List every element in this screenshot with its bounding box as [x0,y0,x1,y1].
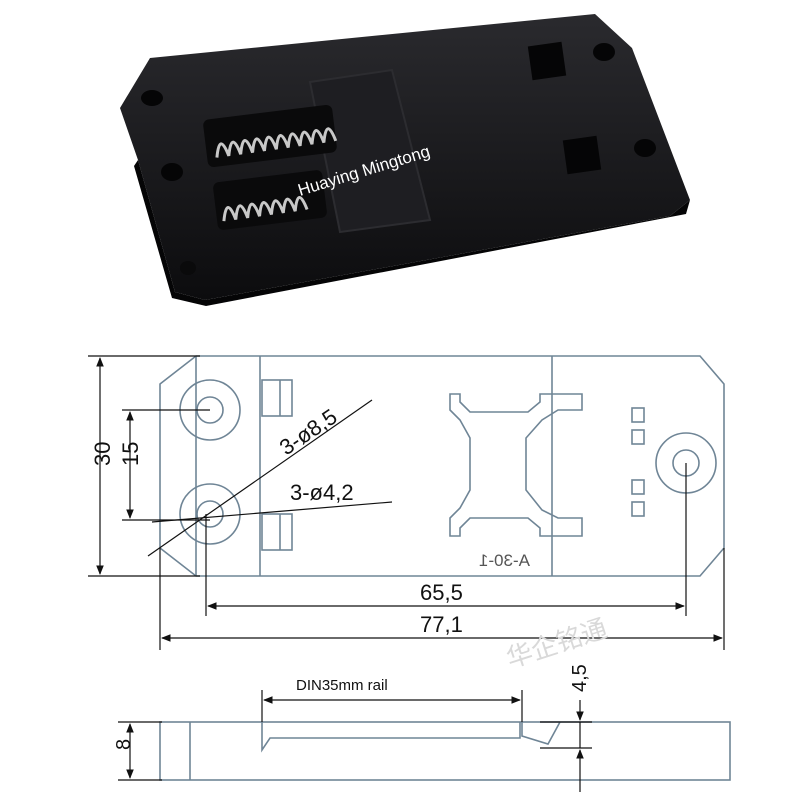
leader-small-hole [151,501,393,523]
top-view [159,355,725,577]
spring-recess-bottom [213,170,327,230]
dim-depth-label: 4,5 [569,664,591,692]
rail-hook [521,721,561,745]
mount-hole-3 [141,90,163,106]
rail-label: DIN35mm rail [296,677,388,694]
slider-plate [308,68,432,234]
part-code: A-30-1 [479,551,530,570]
dim-total-length-label: 77,1 [420,612,463,637]
dim-hole-span-label: 65,5 [420,580,463,605]
dimensions-top-view [88,355,725,650]
dim-pitch-label: 15 [118,442,143,466]
mount-hole-2 [634,139,656,157]
leader-big-hole [147,399,373,557]
square-slot-top [527,41,567,81]
dim-small-hole-label: 3-ø4,2 [290,480,354,505]
rail-groove [261,722,521,753]
hole-large-bottom [179,483,241,545]
side-view [159,721,731,781]
slot-4 [631,501,645,517]
h-cutout [449,393,583,537]
drawing-watermark: 华企铭通 [503,613,611,674]
slot-2 [631,429,645,445]
body-edge [134,160,690,306]
side-view-outline [159,721,731,781]
spring-top [215,127,338,158]
dim-thickness-label: 8 [113,739,135,750]
dimensions-side-view [118,690,592,792]
product-photo: Huaying Mingtong [120,14,690,306]
dim-big-hole-label: 3-ø8,5 [275,404,342,460]
slot-3 [631,479,645,495]
mount-hole-5 [180,261,196,275]
mount-hole-1 [593,43,615,61]
slot-1 [631,407,645,423]
slider-tab-bottom [261,513,293,551]
technical-drawing: A-30-1 30 15 3-ø8,5 3-ø4,2 [88,355,731,792]
hole-small-bottom [196,500,224,528]
dim-height-label: 30 [90,442,115,466]
slider-tab-top [261,379,293,417]
square-slot-bottom [562,135,602,175]
spring-bottom [222,195,309,222]
top-view-outline [159,355,725,577]
mount-hole-4 [161,163,183,181]
